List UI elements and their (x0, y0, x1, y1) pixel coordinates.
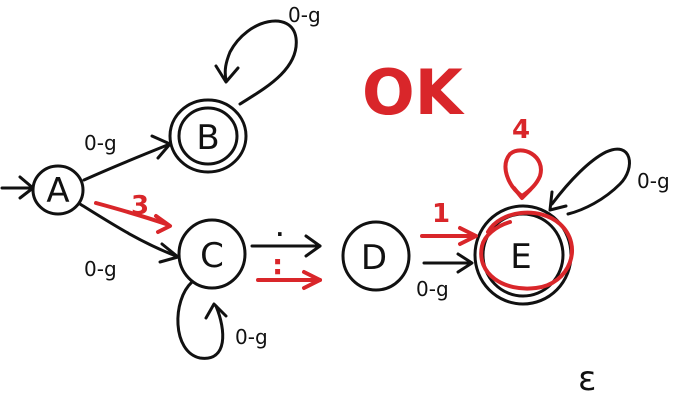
edge-a-to-c-label: 0-g (84, 257, 117, 281)
red-arrow-a-to-c (94, 201, 172, 234)
epsilon-symbol: ε (578, 359, 596, 399)
state-d-label: D (361, 238, 387, 278)
state-a-label: A (46, 171, 69, 211)
loop-e (548, 147, 631, 216)
red-circle-e (479, 210, 574, 291)
red-label-a-to-c: 3 (131, 191, 149, 221)
edge-c-to-d (250, 234, 322, 258)
edge-a-to-c (78, 202, 180, 264)
loop-c (176, 280, 228, 360)
state-a: A (31, 164, 85, 216)
red-label-d-to-e: 1 (432, 199, 450, 229)
red-label-e-loop: 4 (512, 115, 530, 145)
state-e-label: E (510, 237, 531, 277)
state-b: B (168, 98, 248, 174)
state-c-label: C (200, 236, 224, 276)
red-arrow-c-to-d (256, 270, 322, 290)
loop-b-label: 0-g (288, 3, 321, 27)
edge-d-to-e (422, 252, 474, 274)
loop-c-label: 0-g (235, 325, 268, 349)
loop-b (214, 19, 298, 106)
edge-a-to-b-label: 0-g (84, 131, 117, 155)
red-label-c-to-d: : (272, 248, 283, 281)
loop-e-label: 0-g (637, 169, 670, 193)
edge-d-to-e-label: 0-g (416, 277, 449, 301)
ok-annotation: OK (362, 56, 465, 129)
start-arrow (0, 175, 35, 200)
state-c: C (177, 218, 247, 290)
state-b-label: B (196, 118, 219, 158)
red-arrow-d-to-e (420, 226, 478, 246)
edge-c-to-d-label: . (276, 217, 284, 241)
red-loop-e (503, 148, 543, 200)
edge-a-to-b (82, 134, 172, 182)
state-d: D (341, 220, 411, 292)
